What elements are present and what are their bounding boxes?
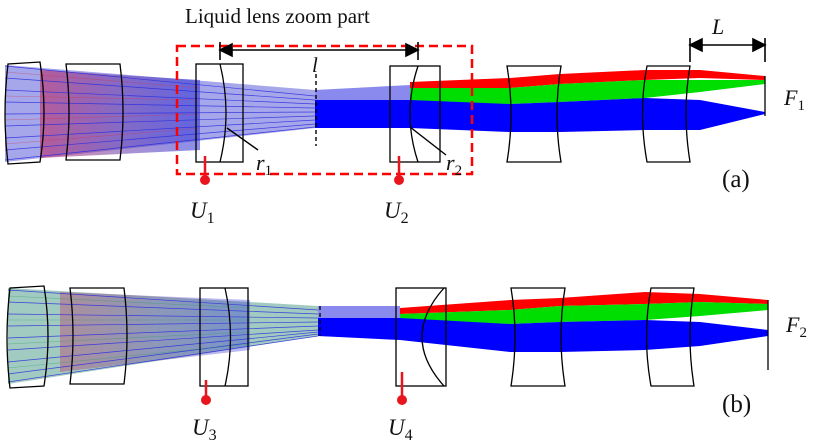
electrode-u1 (200, 156, 210, 185)
distance-l-label: l (312, 53, 318, 77)
panel-b-liquid-lens-1 (199, 287, 249, 387)
distance-l-marker (218, 42, 420, 146)
panel-a-liquid-lens-2 (389, 65, 441, 163)
panel-a-ray-bundle-red (410, 70, 765, 88)
radius-1-label: r1 (256, 150, 272, 179)
panel-a: Liquid lens zoom part l L r1 r2 (4, 4, 805, 227)
panel-a-ray-bundle-green (410, 80, 765, 104)
panel-b: U3 U4 F2 (b) (6, 285, 807, 442)
panel-b-lens-4 (645, 287, 695, 387)
panel-b-lens-2 (69, 287, 128, 385)
voltage-label-u4: U4 (388, 415, 413, 442)
radius-1-leader (226, 127, 259, 151)
zoom-part-title: Liquid lens zoom part (185, 4, 370, 28)
panel-label-b: (b) (722, 391, 751, 418)
panel-b-liquid-lens-2 (395, 287, 447, 387)
radius-2-leader (409, 126, 447, 156)
electrode-u2 (394, 156, 404, 185)
focus-label-f1: F1 (783, 85, 805, 114)
panel-b-lens-3 (510, 287, 566, 387)
panel-a-lens-3 (506, 65, 562, 163)
panel-a-ray-bundle-blue (315, 98, 765, 132)
panel-a-lens-2 (65, 63, 124, 161)
distance-L-label: L (711, 14, 724, 39)
radius-2-label: r2 (446, 150, 462, 179)
focus-label-f2: F2 (785, 312, 807, 341)
voltage-label-u2: U2 (384, 198, 409, 227)
panel-b-ray-bundle-red (400, 292, 768, 314)
panel-b-lens-1 (6, 285, 49, 389)
panel-b-ray-bundle-blue (318, 318, 768, 352)
panel-label-a: (a) (722, 166, 750, 193)
electrode-u4 (397, 372, 407, 405)
distance-L-marker (688, 37, 767, 62)
zoom-part-box (175, 44, 474, 176)
panel-b-ray-bundle-green (400, 302, 768, 324)
panel-a-liquid-lens-1 (195, 63, 244, 163)
panel-a-lens-1 (4, 61, 45, 165)
electrode-u3 (201, 380, 211, 405)
voltage-label-u1: U1 (190, 198, 215, 227)
voltage-label-u3: U3 (192, 415, 217, 442)
panel-a-lens-4 (641, 65, 691, 163)
